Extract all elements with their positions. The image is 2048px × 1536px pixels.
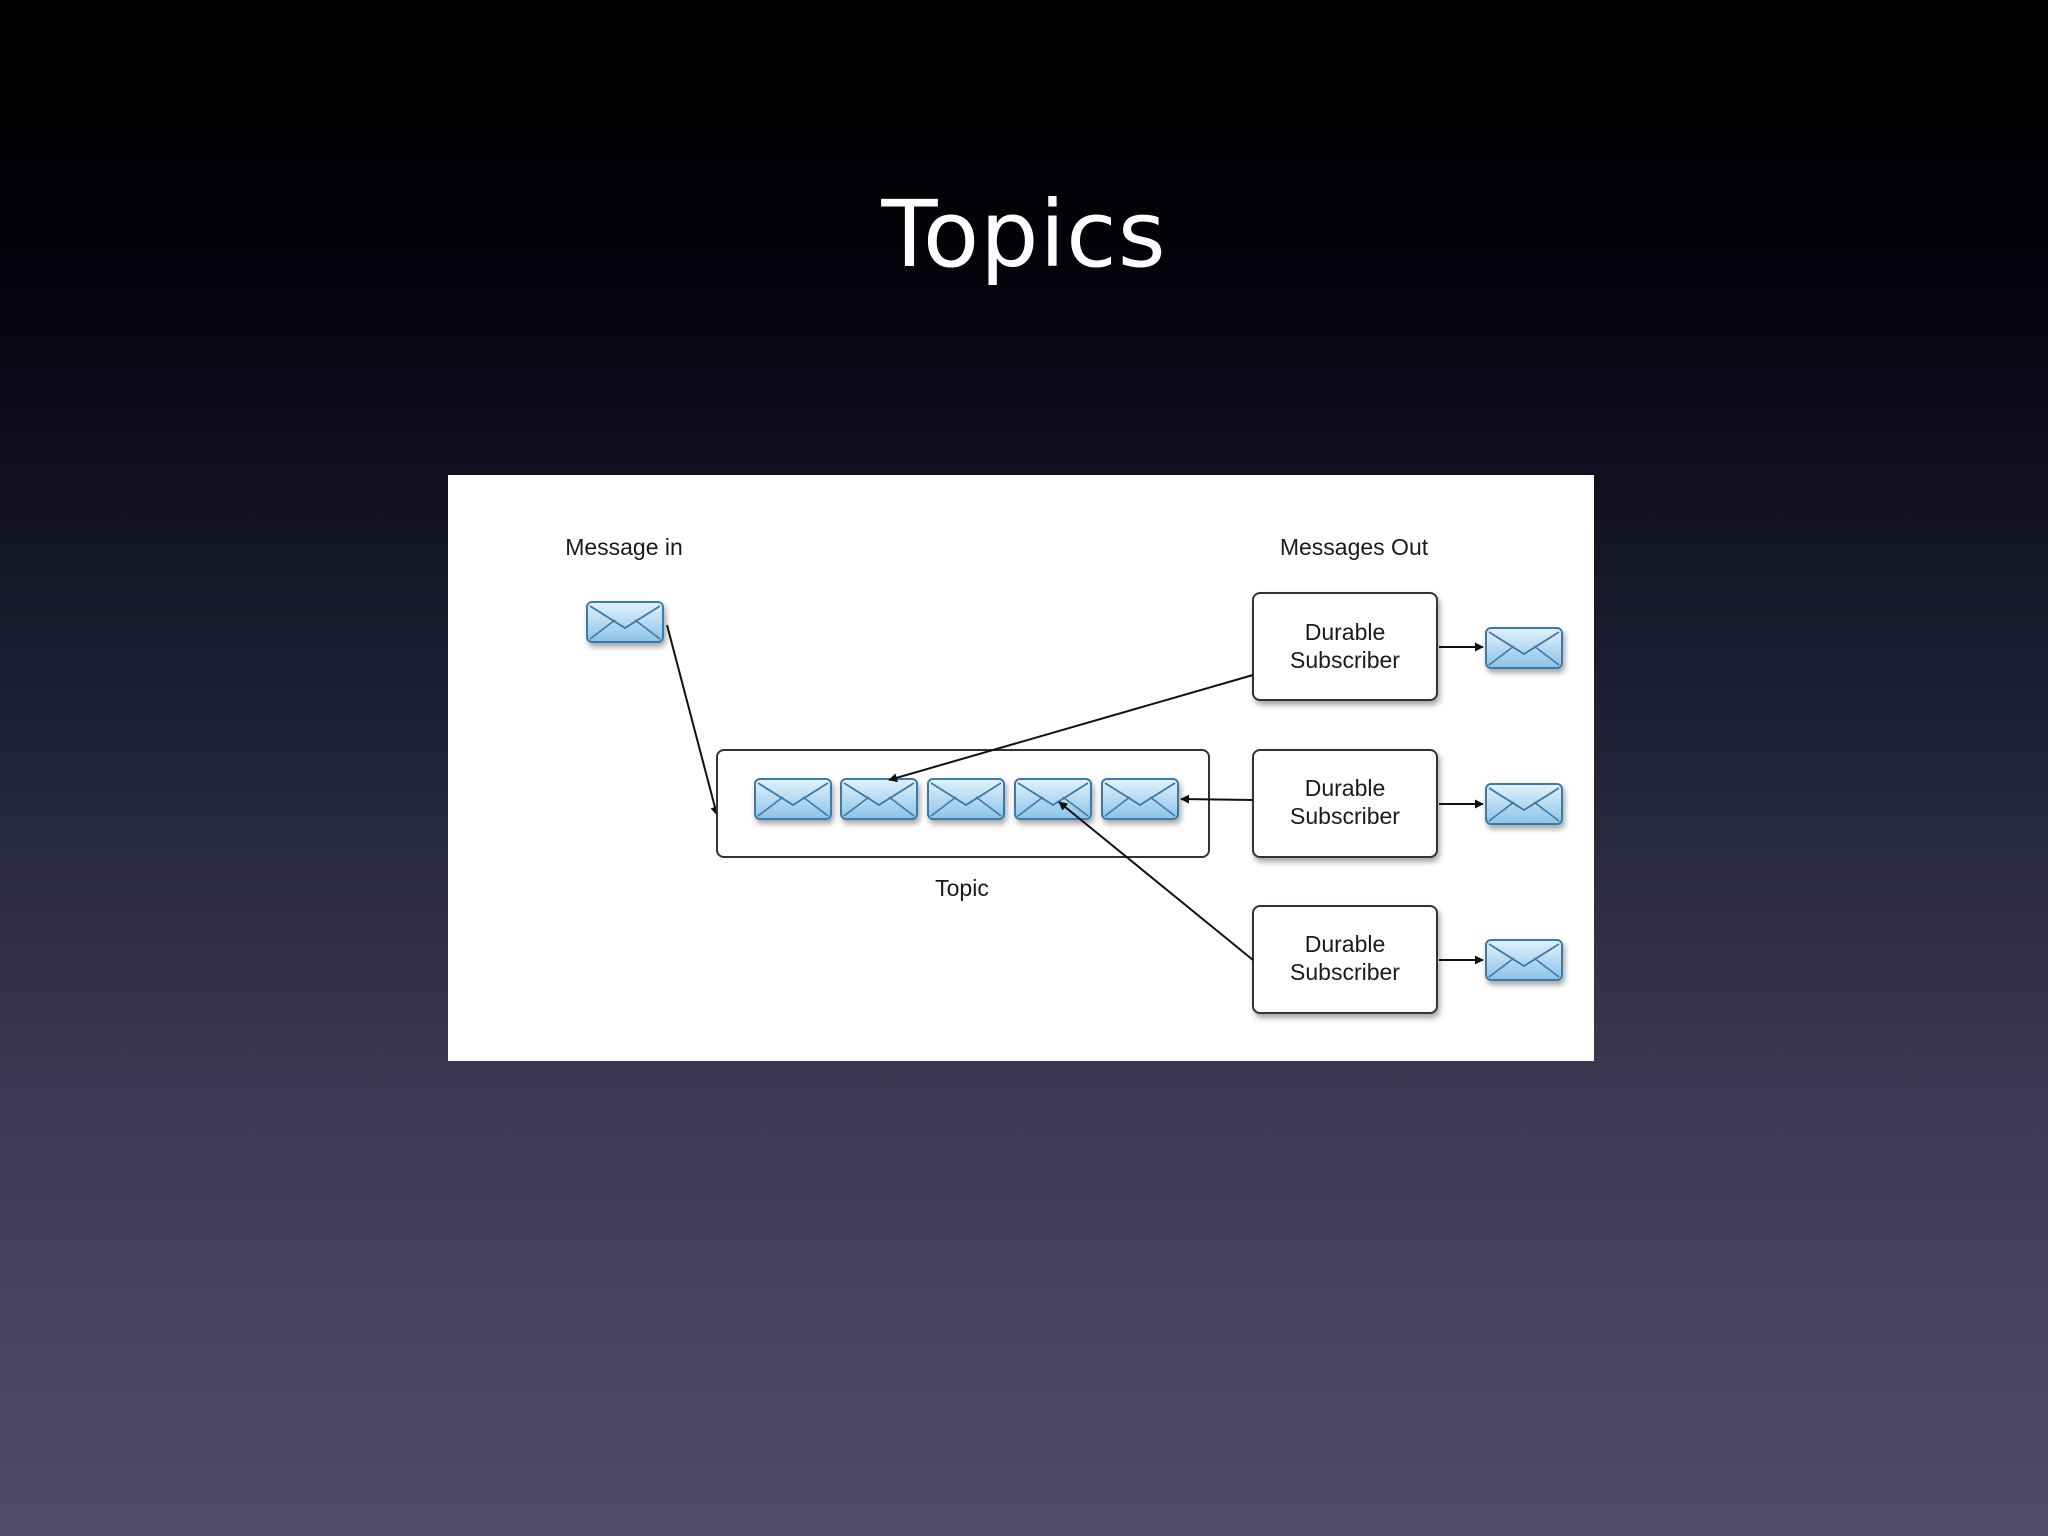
messages-out-label: Messages Out bbox=[1280, 534, 1429, 560]
durable-subscriber-3: Durable Subscriber bbox=[1252, 905, 1438, 1014]
arrow-subscriber-1-read bbox=[888, 674, 1254, 783]
subscriber-3-line1: Durable bbox=[1305, 931, 1386, 957]
outgoing-envelope-icon bbox=[1485, 627, 1563, 669]
topic-label: Topic bbox=[935, 875, 989, 901]
diagram-canvas: Message in Messages Out Topic Durable Su… bbox=[565, 534, 1563, 1014]
queued-envelope-icon bbox=[840, 778, 918, 820]
queued-envelope-icon bbox=[754, 778, 832, 820]
queued-envelope-icon bbox=[1014, 778, 1092, 820]
incoming-envelope-icon bbox=[586, 601, 664, 643]
arrow-message-in bbox=[666, 624, 720, 816]
subscriber-2-line2: Subscriber bbox=[1290, 803, 1400, 829]
topic-diagram: Message in Messages Out Topic Durable Su… bbox=[448, 475, 1594, 1061]
message-in-label: Message in bbox=[565, 534, 683, 560]
queued-envelope-icon bbox=[1101, 778, 1179, 820]
durable-subscriber-2: Durable Subscriber bbox=[1252, 749, 1438, 858]
slide-title: Topics bbox=[881, 181, 1167, 288]
queued-envelope-icon bbox=[927, 778, 1005, 820]
durable-subscriber-1: Durable Subscriber bbox=[1252, 592, 1438, 701]
subscriber-1-line1: Durable bbox=[1305, 619, 1386, 645]
subscriber-2-line1: Durable bbox=[1305, 775, 1386, 801]
outgoing-envelope-icon bbox=[1485, 939, 1563, 981]
arrow-subscriber-3-read bbox=[1058, 801, 1254, 961]
subscriber-1-line2: Subscriber bbox=[1290, 647, 1400, 673]
subscriber-3-line2: Subscriber bbox=[1290, 959, 1400, 985]
outgoing-envelope-icon bbox=[1485, 783, 1563, 825]
arrow-subscriber-2-read bbox=[1180, 794, 1254, 804]
